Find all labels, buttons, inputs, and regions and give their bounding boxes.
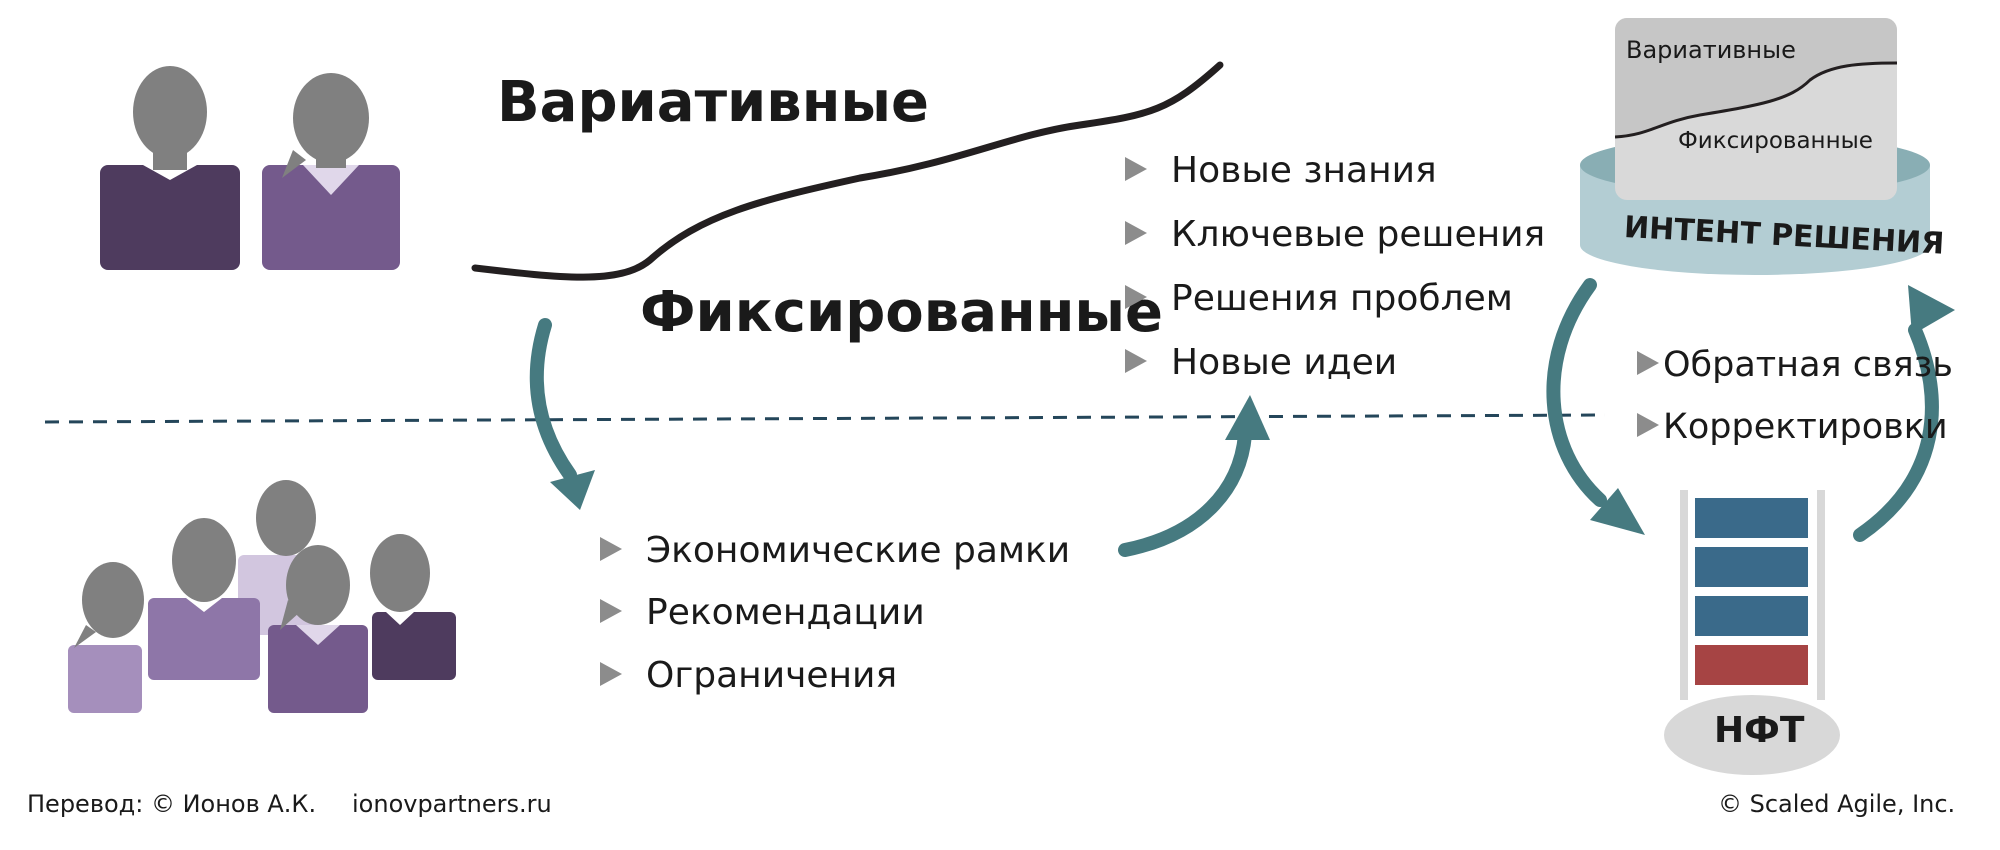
divider-dashed-line	[44, 413, 1606, 424]
person-icon	[262, 73, 400, 270]
bullet-triangle-icon	[1637, 351, 1659, 375]
arrow-icon	[1546, 278, 1607, 507]
footer-translation: Перевод: © Ионов А.К.	[27, 790, 317, 818]
team-icon	[68, 480, 456, 713]
arrow-icon	[1853, 323, 1939, 542]
bullet-constraints: Ограничения	[600, 655, 897, 696]
bullet-economic-framework: Экономические рамки	[600, 530, 1070, 571]
arrow-head-icon	[1908, 285, 1955, 335]
bullet-triangle-icon	[600, 599, 622, 623]
bullet-triangle-icon	[1125, 285, 1147, 309]
arrow-head-icon	[550, 470, 595, 510]
nft-backlog-icon	[1664, 490, 1840, 775]
bullet-triangle-icon	[600, 537, 622, 561]
arrow-icon	[529, 318, 577, 482]
variation-curve	[471, 61, 1224, 281]
bullet-new-ideas: Новые идеи	[1125, 342, 1397, 383]
bullet-problem-solutions: Решения проблем	[1125, 278, 1513, 319]
arrow-head-icon	[1225, 395, 1270, 440]
bullet-triangle-icon	[600, 662, 622, 686]
variative-label: Вариативные	[497, 70, 930, 135]
bullet-new-knowledge: Новые знания	[1125, 150, 1437, 191]
person-icon	[100, 66, 240, 270]
bullet-key-decisions: Ключевые решения	[1125, 214, 1545, 255]
bullet-recommendations: Рекомендации	[600, 592, 925, 633]
intent-card-fixed-label: Фиксированные	[1678, 128, 1873, 154]
arrow-icon	[1118, 428, 1252, 557]
intent-card-variative-label: Вариативные	[1626, 36, 1796, 64]
bullet-triangle-icon	[1125, 349, 1147, 373]
bullet-adjustments: Корректировки	[1637, 407, 1948, 447]
intent-card-icon	[1615, 18, 1897, 200]
bullet-triangle-icon	[1125, 157, 1147, 181]
bullet-feedback: Обратная связь	[1637, 345, 1953, 385]
arrow-head-icon	[1590, 488, 1645, 535]
bullet-triangle-icon	[1125, 221, 1147, 245]
footer-copyright: © Scaled Agile, Inc.	[1718, 790, 1956, 818]
fixed-label: Фиксированные	[640, 280, 1164, 345]
bullet-triangle-icon	[1637, 413, 1659, 437]
footer-site: ionovpartners.ru	[352, 790, 552, 818]
nft-label: НФТ	[1714, 710, 1805, 751]
